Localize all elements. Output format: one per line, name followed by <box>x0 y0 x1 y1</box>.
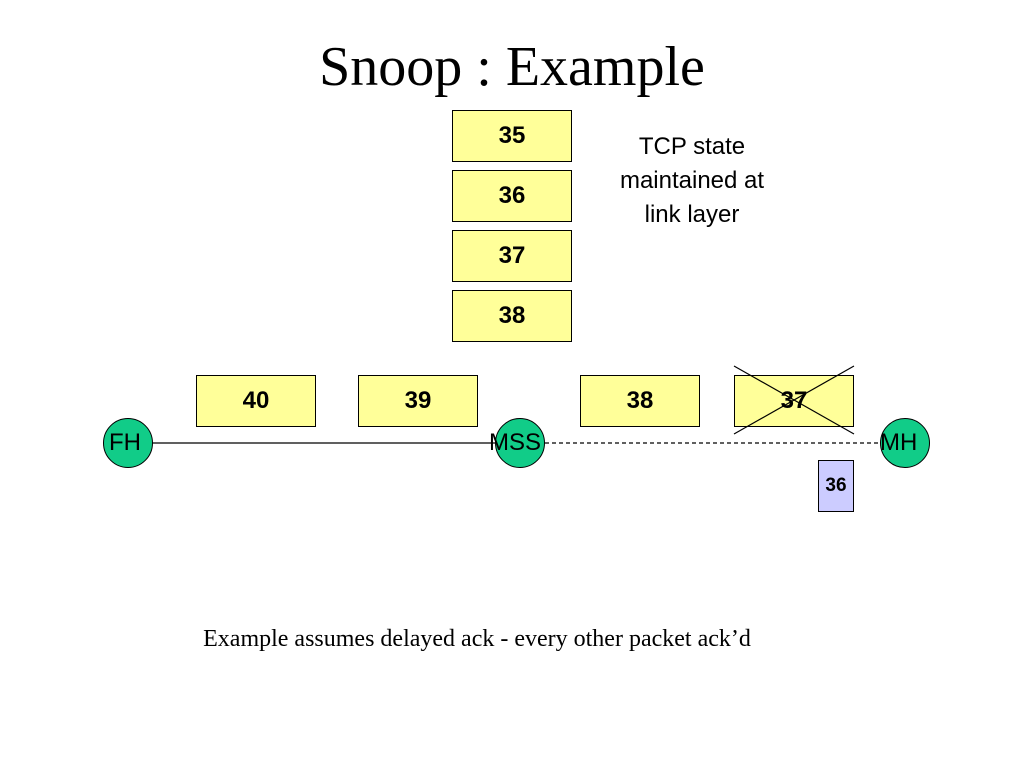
ack-packet: 36 <box>818 460 854 512</box>
tcp-state-note: TCP state maintained at link layer <box>592 130 792 232</box>
link-packet: 40 <box>196 375 316 427</box>
fh-label: FH <box>109 429 141 456</box>
footnote: Example assumes delayed ack - every othe… <box>203 626 751 652</box>
note-line: maintained at <box>619 167 765 194</box>
cache-packet: 35 <box>452 110 572 162</box>
note-line: link layer <box>644 201 740 228</box>
link-packet: 39 <box>358 375 478 427</box>
note-line: TCP state <box>638 133 746 160</box>
slide-title: Snoop : Example <box>319 36 705 98</box>
mss-node <box>495 418 545 468</box>
cache-packet: 37 <box>452 230 572 282</box>
fh-node <box>103 418 153 468</box>
link-packet: 38 <box>580 375 700 427</box>
mss-label: MSS <box>489 429 542 456</box>
mh-label: MH <box>880 429 918 456</box>
cache-packet: 38 <box>452 290 572 342</box>
mh-node <box>880 418 930 468</box>
cache-packet: 36 <box>452 170 572 222</box>
lost-packet: 37 <box>734 375 854 427</box>
